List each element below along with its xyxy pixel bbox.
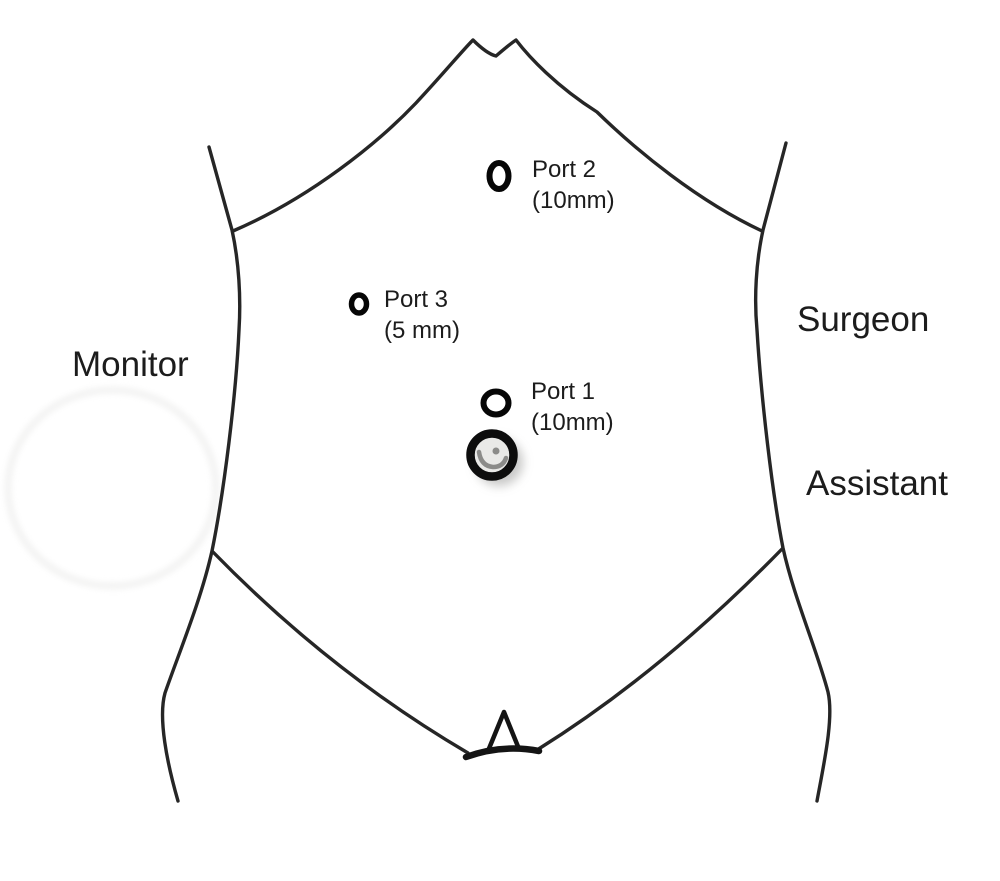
ghost-smudge — [4, 386, 220, 590]
port-1-size: (10mm) — [531, 409, 614, 436]
port-1-name: Port 1 — [531, 378, 596, 405]
port-3-label: Port 3 (5 mm) — [384, 284, 460, 346]
pubic-triangle-icon — [485, 709, 522, 754]
port-2-name: Port 2 — [532, 156, 597, 183]
pubic-base-line — [462, 745, 543, 761]
monitor-label: Monitor — [72, 345, 189, 384]
chest-neck-line — [231, 38, 764, 233]
port-2-label: Port 2 (10mm) — [532, 154, 615, 216]
port-2-size: (10mm) — [532, 187, 615, 214]
assistant-label: Assistant — [806, 464, 948, 503]
left-groin-line — [211, 550, 470, 755]
umbilicus-fold-line — [476, 449, 509, 470]
port-1-marker — [480, 388, 512, 418]
port-3-name: Port 3 — [384, 286, 449, 313]
umbilicus-dot — [492, 447, 500, 455]
umbilicus-icon — [466, 429, 523, 486]
right-side-line — [753, 141, 832, 803]
right-groin-line — [535, 547, 784, 752]
port-3-marker — [348, 292, 370, 316]
umbilicus-ring — [466, 429, 518, 481]
port-2-marker — [486, 160, 512, 192]
surgeon-label: Surgeon — [797, 300, 930, 339]
port-3-size: (5 mm) — [384, 317, 460, 344]
left-side-line — [160, 145, 242, 803]
port-1-label: Port 1 (10mm) — [531, 376, 614, 438]
